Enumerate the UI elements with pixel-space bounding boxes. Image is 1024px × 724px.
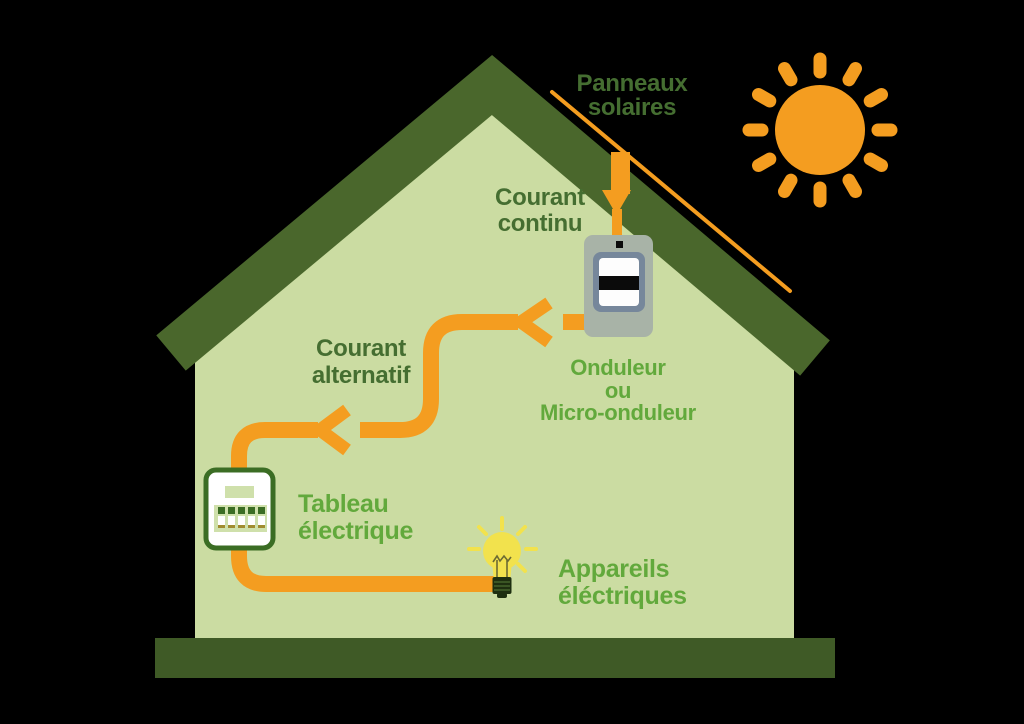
electrical-panel-device [203, 467, 276, 551]
breaker-mark [218, 525, 225, 528]
breaker-body [228, 516, 235, 528]
dc-arrow-shaft [611, 152, 630, 194]
breaker-switches [218, 507, 265, 528]
label-line: continu [498, 210, 583, 237]
breaker-body [238, 516, 245, 528]
bulb-base-tip [497, 593, 507, 598]
sun-disc [775, 85, 865, 175]
inverter-screen-stripe [599, 276, 639, 290]
breaker-toggle [248, 507, 255, 514]
bulb-rays [467, 516, 538, 573]
breaker-mark [228, 525, 235, 528]
label-tableau-electrique: Tableau électrique [298, 490, 414, 545]
electrical-panel-display [225, 486, 254, 498]
bulb-base-threads [494, 581, 510, 591]
breaker-body [258, 516, 265, 528]
breaker-mark [238, 525, 245, 528]
breaker-body [218, 516, 225, 528]
label-line: électrique [298, 517, 413, 545]
dc-arrow-head [602, 190, 631, 215]
breaker-toggle [218, 507, 225, 514]
label-line: Onduleur [570, 355, 666, 380]
roof [156, 54, 830, 376]
breaker-mark [258, 525, 265, 528]
arrow-down-icon [602, 152, 631, 238]
breaker-body [248, 516, 255, 528]
breaker-toggle [238, 507, 245, 514]
label-line: Appareils [558, 555, 669, 583]
arrow-left-icon [509, 297, 553, 348]
label-line: Courant [495, 184, 585, 211]
label-line: éléctriques [558, 582, 687, 610]
label-line: Courant [316, 335, 406, 362]
label-line: Micro-onduleur [540, 400, 697, 425]
label-line: alternatif [312, 362, 412, 389]
dc-arrow-lead [612, 209, 622, 238]
label-line: ou [605, 378, 631, 403]
inverter-led [616, 241, 623, 248]
solar-panel-line [550, 90, 792, 293]
bulb-filament [492, 554, 512, 577]
light-bulb-icon [467, 516, 538, 598]
label-appareils-electriques: Appareils éléctriques [558, 555, 687, 610]
bulb-glass [483, 532, 521, 570]
inverter-device [584, 235, 653, 337]
label-panneaux-solaires: Panneaux solaires [577, 70, 689, 121]
sun-rays [742, 52, 898, 208]
breaker-toggle [228, 507, 235, 514]
arrow-left-icon [309, 404, 351, 456]
label-line: solaires [588, 94, 676, 121]
ground-bar [155, 638, 835, 678]
breaker-toggle [258, 507, 265, 514]
label-courant-alternatif: Courant alternatif [312, 335, 412, 389]
sun-icon [742, 52, 898, 208]
label-onduleur: Onduleur ou Micro-onduleur [540, 355, 697, 425]
label-line: Tableau [298, 490, 389, 518]
breaker-mark [248, 525, 255, 528]
label-line: Panneaux [577, 70, 689, 97]
label-courant-continu: Courant continu [495, 184, 586, 237]
